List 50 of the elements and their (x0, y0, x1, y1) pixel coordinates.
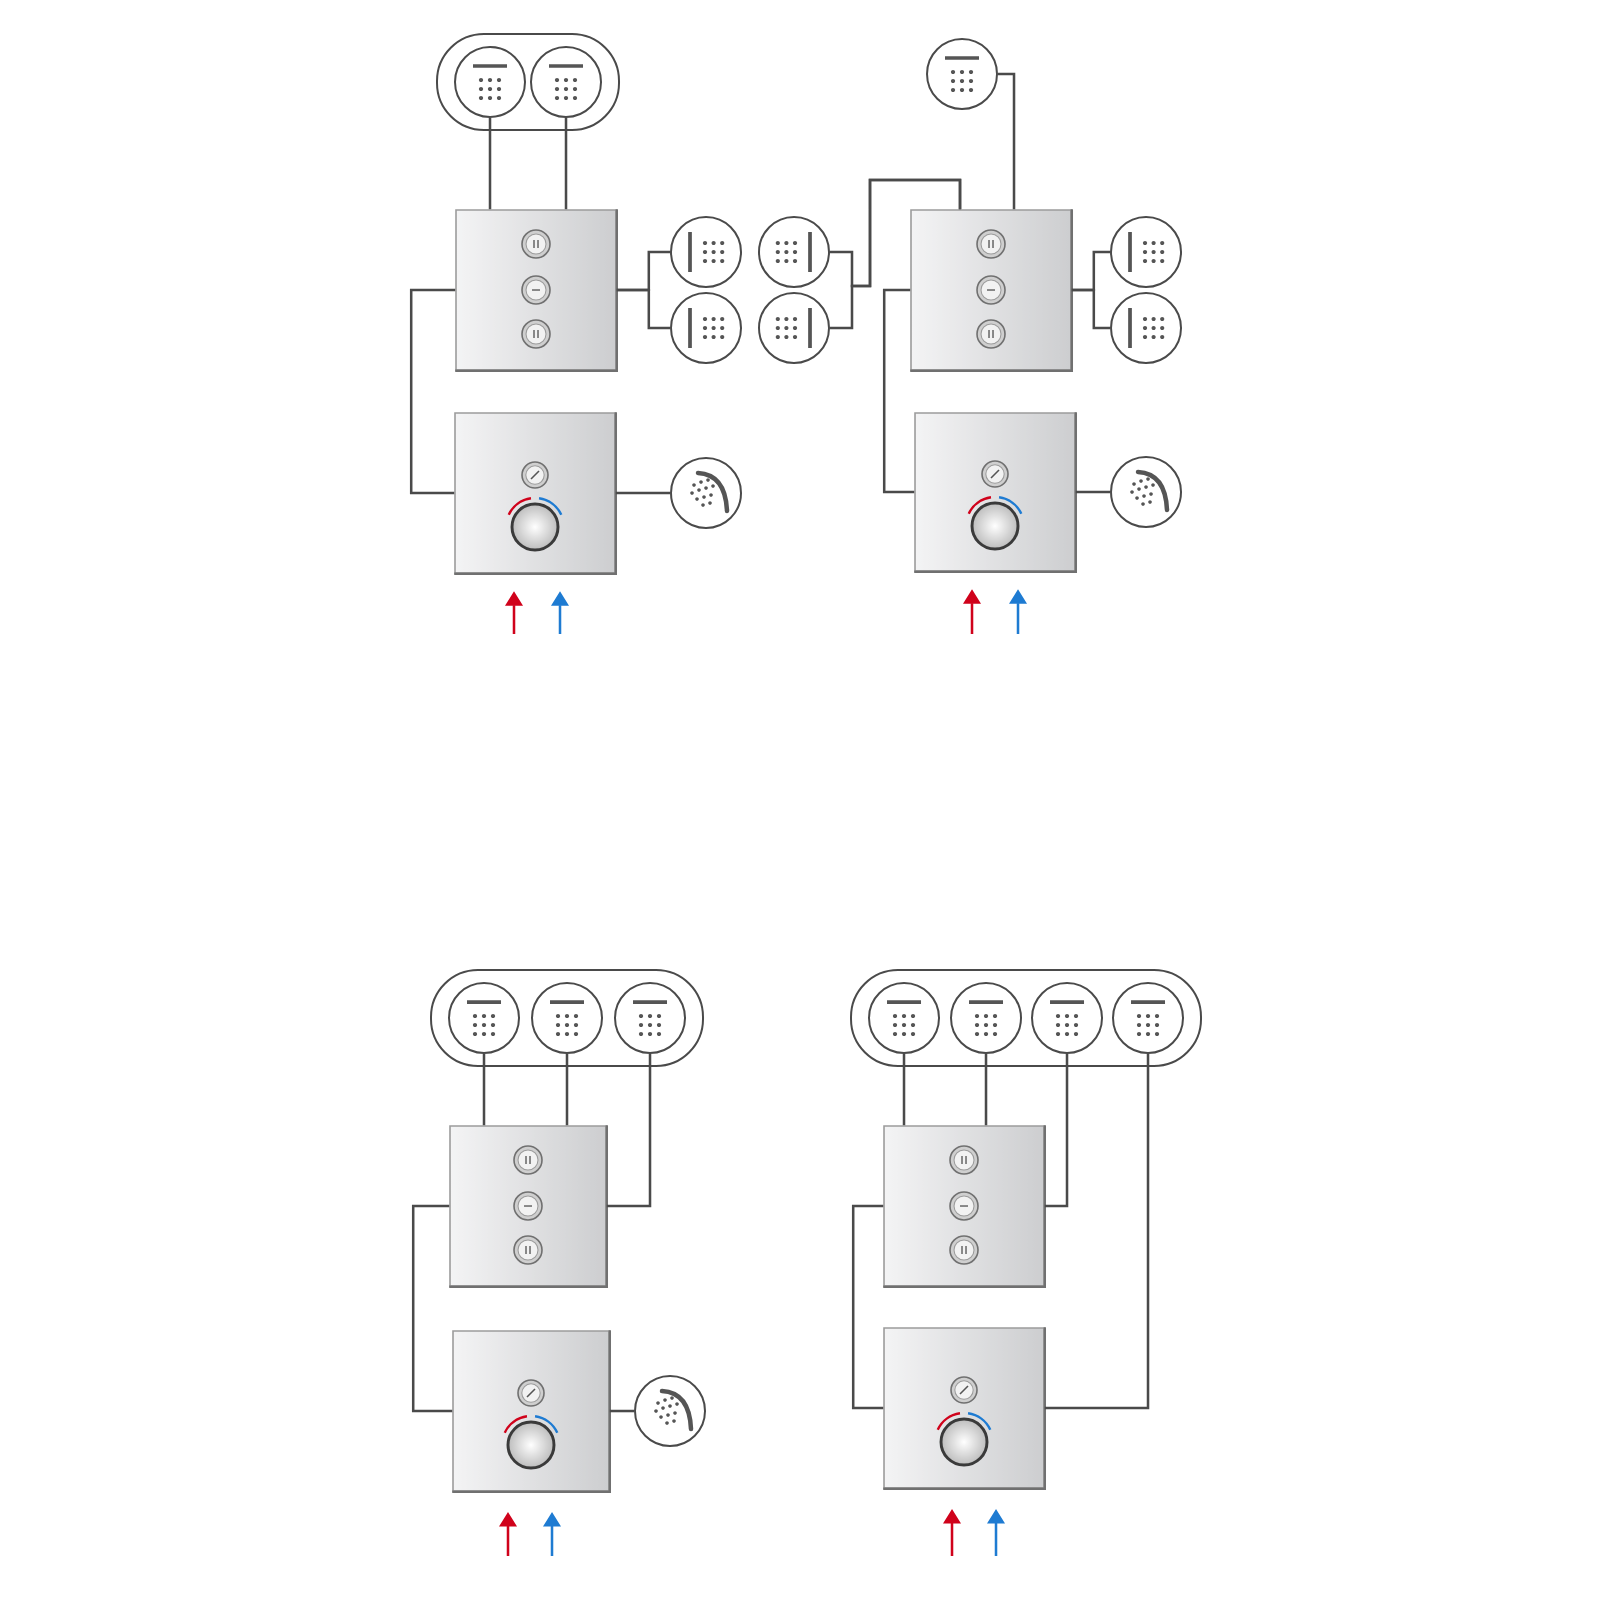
connector-line (1071, 288, 1110, 330)
thermostat-panel (454, 412, 617, 575)
connector-line (882, 288, 915, 494)
connector-line (409, 288, 456, 495)
overhead-shower-icon (950, 982, 1022, 1054)
overhead-shower-icon (454, 46, 526, 118)
body-jet-icon (670, 216, 742, 288)
connector-line (411, 1204, 453, 1413)
connector-line (902, 1054, 906, 1126)
push-button-panel (910, 209, 1073, 372)
push-button-panel (883, 1125, 1046, 1288)
thermostat-panel (452, 1330, 611, 1493)
body-jet-icon (758, 216, 830, 288)
hand-shower-icon (1110, 456, 1182, 528)
overhead-shower-icon (1112, 982, 1184, 1054)
connector-line (606, 1054, 652, 1208)
thermostat-panel (883, 1327, 1046, 1490)
hand-shower-icon (634, 1375, 706, 1447)
overhead-shower-icon (1031, 982, 1103, 1054)
push-button-panel (455, 209, 618, 372)
rounded-frame (436, 33, 620, 131)
connector-line (565, 1054, 569, 1126)
thermostat-panel (914, 412, 1077, 573)
connector-line (564, 118, 568, 210)
connector-line (482, 1054, 486, 1126)
connector-line (1044, 1054, 1069, 1208)
connector-line (615, 491, 670, 495)
overhead-shower-icon (448, 982, 520, 1054)
connector-line (1044, 1054, 1150, 1410)
overhead-shower-icon (614, 982, 686, 1054)
rounded-frame (850, 969, 1202, 1067)
connector-line (984, 1054, 988, 1126)
connector-line (616, 288, 670, 330)
connector-line (609, 1409, 634, 1413)
push-button-panel (449, 1125, 608, 1288)
body-jet-icon (1110, 216, 1182, 288)
body-jet-icon (1110, 292, 1182, 364)
hand-shower-icon (670, 457, 742, 529)
overhead-shower-icon (926, 38, 998, 110)
overhead-shower-icon (530, 46, 602, 118)
body-jet-icon (758, 292, 830, 364)
rounded-frame (430, 969, 704, 1067)
connector-line (1075, 490, 1110, 494)
overhead-shower-icon (868, 982, 940, 1054)
body-jet-icon (670, 292, 742, 364)
connector-line (488, 118, 492, 210)
connector-line (998, 72, 1016, 210)
overhead-shower-icon (531, 982, 603, 1054)
connector-line (830, 178, 962, 330)
connector-line (851, 1204, 884, 1410)
